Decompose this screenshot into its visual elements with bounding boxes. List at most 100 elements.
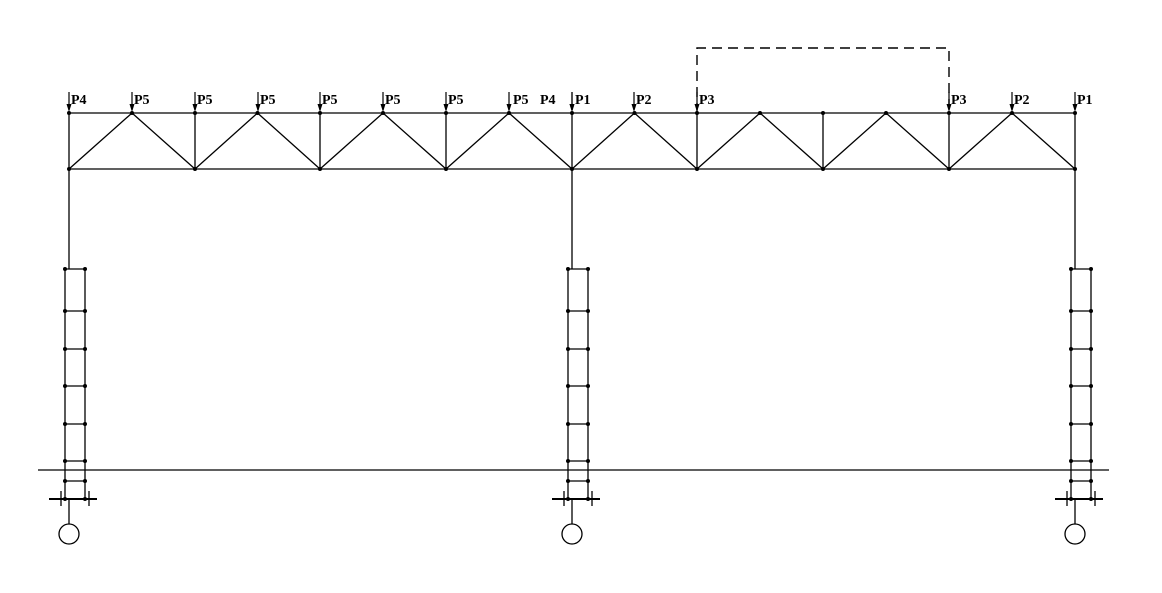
load-l7: P5: [443, 92, 464, 112]
support-circle: [58, 523, 80, 545]
truss-node: [695, 167, 699, 171]
truss-node: [67, 111, 71, 115]
column-node: [1089, 347, 1093, 351]
truss-diagonal: [382, 112, 447, 170]
load-l5: P5: [317, 92, 338, 112]
column-node: [1089, 422, 1093, 426]
column-node: [586, 497, 590, 501]
truss-node: [947, 111, 951, 115]
load-arrow-head: [443, 104, 449, 112]
truss-diagonal: [68, 112, 133, 170]
truss-node: [255, 111, 260, 115]
column-node: [83, 459, 87, 463]
load-arrow-head: [255, 104, 261, 112]
truss-diagonal: [131, 112, 196, 170]
truss-node: [821, 167, 825, 171]
load-l1: P4: [66, 92, 87, 112]
truss-node: [884, 111, 888, 115]
column-node: [63, 384, 67, 388]
load-arrow-head: [631, 104, 637, 112]
column-node: [566, 479, 570, 483]
column-node: [83, 347, 87, 351]
truss-diagonal: [634, 112, 698, 170]
column-node: [83, 497, 87, 501]
column-node: [566, 422, 570, 426]
truss-diagonal: [445, 112, 510, 170]
truss-node: [130, 111, 134, 115]
load-l14: P2: [1009, 92, 1030, 112]
column-node: [1089, 309, 1093, 313]
truss-node: [947, 167, 951, 171]
load-label: P3: [951, 93, 967, 108]
truss-node: [695, 111, 699, 115]
column-node: [63, 347, 67, 351]
load-arrow-head: [946, 104, 952, 112]
truss-diagonals: [68, 112, 1076, 170]
load-l11: P2: [631, 92, 652, 112]
column-node: [63, 267, 67, 271]
column-node: [63, 459, 67, 463]
load-arrow-head: [506, 104, 512, 112]
truss-diagonal: [822, 112, 887, 170]
column-node: [1069, 459, 1073, 463]
truss-diagonal: [1011, 112, 1076, 170]
truss-node: [507, 111, 511, 115]
load-label: P3: [699, 93, 715, 108]
truss-node: [758, 111, 762, 115]
column-node: [586, 347, 590, 351]
load-label: P1: [1077, 93, 1093, 108]
roof-truss: [68, 112, 1076, 170]
load-arrow-head: [694, 104, 700, 112]
load-l9: P4: [540, 92, 575, 112]
load-arrow-head: [380, 104, 386, 112]
truss-node: [570, 111, 574, 115]
column: [49, 169, 97, 545]
column-node: [1069, 309, 1073, 313]
truss-diagonal: [194, 112, 258, 170]
load-l3: P5: [192, 92, 213, 112]
column: [1055, 169, 1103, 545]
column-node: [1089, 384, 1093, 388]
column-node: [586, 479, 590, 483]
column-node: [83, 384, 87, 388]
truss-diagonal: [508, 112, 573, 170]
support-circle: [561, 523, 583, 545]
load-label: P5: [197, 93, 213, 108]
column-node: [1069, 497, 1073, 501]
load-label: P5: [322, 93, 338, 108]
load-l4: P5: [255, 92, 276, 112]
truss-node: [193, 167, 197, 171]
load-arrow-head: [129, 104, 135, 112]
load-arrow-head: [569, 104, 575, 112]
column-node: [566, 459, 570, 463]
column-node: [1069, 267, 1073, 271]
truss-node: [1010, 111, 1014, 115]
column-node: [566, 384, 570, 388]
column-node: [1069, 479, 1073, 483]
support-circle: [1064, 523, 1086, 545]
load-label: P5: [260, 93, 276, 108]
load-l15: P1: [1072, 92, 1093, 112]
truss-diagonal: [571, 112, 635, 170]
column-node: [1089, 497, 1093, 501]
column: [552, 169, 600, 545]
column-node: [566, 347, 570, 351]
load-arrow-head: [1072, 104, 1078, 112]
load-l12: P3: [694, 92, 715, 112]
truss-node: [444, 111, 448, 115]
load-arrow-head: [192, 104, 198, 112]
load-label: P5: [134, 93, 150, 108]
truss-node: [570, 167, 574, 171]
truss-node: [67, 167, 71, 171]
truss-verticals: [68, 113, 1076, 169]
truss-diagonal: [319, 112, 384, 170]
column-node: [566, 497, 570, 501]
truss-nodes: [63, 111, 1093, 501]
truss-diagonal: [759, 112, 824, 170]
load-label: P4: [540, 93, 556, 108]
dashed-outline: [696, 47, 950, 113]
column-node: [83, 309, 87, 313]
truss-node: [193, 111, 197, 115]
